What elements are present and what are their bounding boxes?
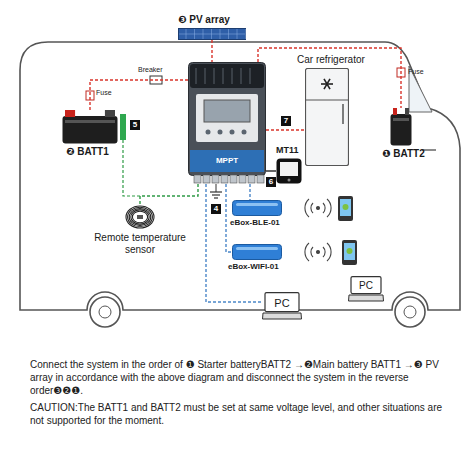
wifi-adapter: eBox-WIFI-01 [232,244,282,260]
wire-connector [90,80,188,110]
battery-shape [62,110,118,144]
callout-number: 7 [281,116,291,126]
node-label: eBox-WIFI-01 [228,262,279,272]
node-label: PC [348,276,384,292]
wire-connector [266,129,305,130]
ground-symbol [214,197,218,198]
battery: ❷ BATT1 [62,110,118,144]
bluetooth-adapter-shape [232,200,282,216]
node-label: Car refrigerator [297,54,365,66]
battery-shape [390,108,412,146]
wireless-symbol [305,199,331,217]
wire-connector [266,170,276,171]
remote-meter: MT11 [276,158,302,184]
wire-connector [211,40,212,62]
wheel [90,297,120,327]
wifi-adapter-shape [232,244,282,260]
instruction-note: Connect the system in the order of ❶ Sta… [30,358,458,397]
wheel-hub [99,306,111,318]
van-window [409,66,432,112]
node-label: eBox-BLE-01 [230,218,280,228]
wire-connector [140,184,198,204]
phone [338,196,353,221]
note-block: Connect the system in the order of ❶ Sta… [30,358,458,431]
pc-laptop: PC [262,292,302,320]
breaker-label: Breaker [138,66,163,74]
wireless-symbol [305,243,331,261]
caution-note: CAUTION:The BATT1 and BATT2 must be set … [30,401,458,427]
temperature-sensor: Remote temperature sensor [124,204,156,230]
temperature-sensor-shape [124,204,156,230]
callout-number: 4 [211,204,221,214]
sensor-lead [123,140,140,196]
node-label: MT11 [276,145,299,156]
phone [342,240,357,265]
battery: ❶ BATT2 [390,108,412,146]
pv-array: ❸ PV array [178,28,246,40]
wheel [395,297,425,327]
bluetooth-adapter: eBox-BLE-01 [232,200,282,216]
callout-number: 5 [130,120,140,130]
ground-symbol [210,191,222,192]
node-label: PC [262,292,302,310]
node-label: Remote temperature sensor [94,232,186,256]
temperature-strip [120,114,126,140]
pc-laptop: PC [348,276,384,302]
fuse-label: Fuse [96,89,112,97]
wheel-hub [404,306,416,318]
fuse-label: Fuse [408,68,424,76]
remote-meter-shape [276,158,302,184]
ground-lead [216,184,217,192]
car-refrigerator-shape [305,68,349,166]
van-outline [20,42,460,310]
mppt-controller: MPPT [188,62,266,184]
car-refrigerator: Car refrigerator [305,68,349,166]
pv-array-shape [178,28,246,40]
mppt-controller-shape [188,62,266,184]
node-label: ❶ BATT2 [382,148,425,160]
ground-symbol [212,194,220,195]
node-label: ❸ PV array [178,14,230,26]
node-label: MPPT [188,62,266,166]
callout-number: 6 [266,177,276,187]
wire-connector [249,184,250,200]
node-label: ❷ BATT1 [66,146,109,158]
